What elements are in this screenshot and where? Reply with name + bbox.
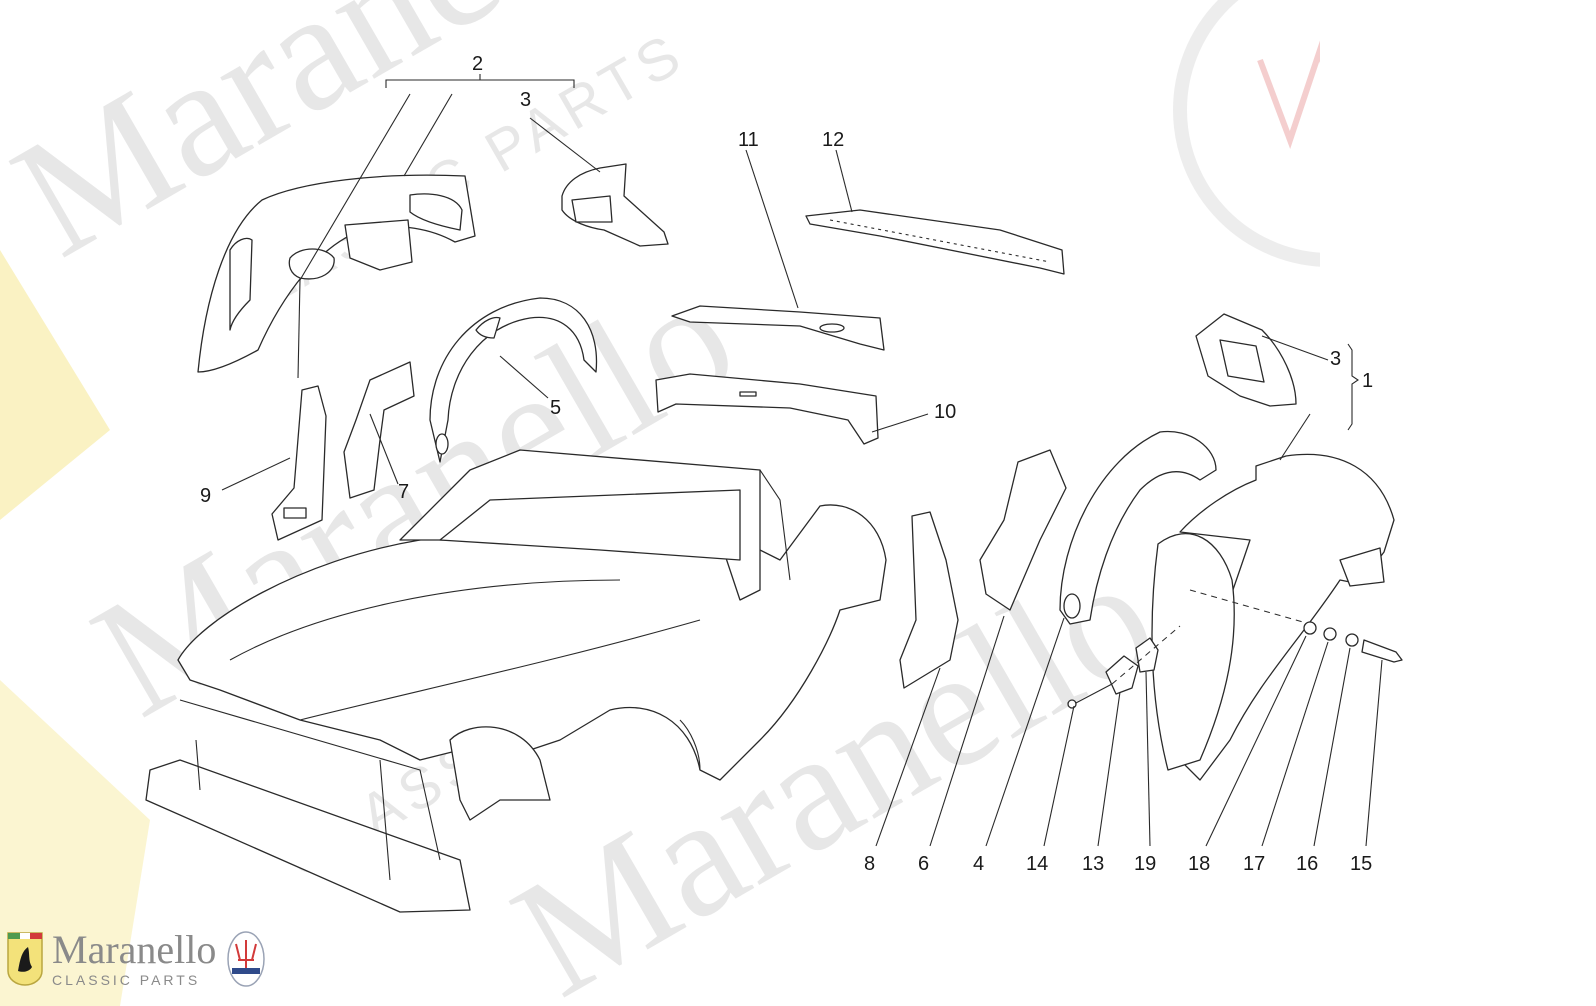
ferrari-badge-watermark	[0, 250, 110, 520]
callout-4: 4	[973, 853, 984, 875]
callout-2: 2	[472, 53, 483, 75]
callout-7: 7	[398, 481, 409, 503]
part-wheel-arch-5	[429, 297, 598, 463]
callout-17: 17	[1243, 853, 1265, 875]
part-pillar-9	[271, 385, 327, 541]
part-wheel-arch-4	[1059, 430, 1217, 625]
logo-brand-sub: CLASSIC PARTS	[52, 972, 201, 988]
callout-18: 18	[1188, 853, 1210, 875]
part-panel-6	[979, 449, 1067, 611]
callout-10: 10	[934, 401, 956, 423]
callout-9: 9	[200, 485, 211, 507]
callout-12: 12	[822, 129, 844, 151]
logo-brand-name: Maranello	[52, 927, 217, 972]
ferrari-shield-icon	[7, 932, 43, 986]
maranello-logo: Maranello CLASSIC PARTS	[6, 924, 266, 994]
callout-8: 8	[864, 853, 875, 875]
callout-16: 16	[1296, 853, 1318, 875]
part-crossmember-11	[671, 305, 885, 351]
callout-11: 11	[738, 129, 759, 151]
part-bracket-right	[1195, 313, 1297, 407]
callout-5: 5	[550, 397, 561, 419]
part-bracket-upper	[561, 163, 669, 247]
callout-6: 6	[918, 853, 929, 875]
logo-text: Maranello CLASSIC PARTS	[52, 927, 217, 989]
part-reinforcement-7	[343, 361, 415, 499]
ferrari-badge-watermark-lower	[0, 680, 150, 1006]
callout-15: 15	[1350, 853, 1372, 875]
part-crossmember-10	[655, 373, 879, 445]
part-bpillar-8	[899, 511, 959, 689]
leader-lines	[221, 74, 1383, 847]
callout-3-upper: 3	[520, 89, 531, 111]
hardware-group	[1067, 589, 1403, 709]
car-body-shell	[145, 449, 887, 913]
callout-13: 13	[1082, 853, 1104, 875]
callout-3-right: 3	[1330, 348, 1341, 370]
callout-14: 14	[1026, 853, 1048, 875]
callout-1: 1	[1362, 370, 1373, 392]
part-rear-wheelhouse-left	[197, 174, 476, 379]
callout-19: 19	[1134, 853, 1156, 875]
maserati-trident-icon	[227, 931, 266, 987]
part-rail-12	[805, 209, 1065, 275]
callout-labels: 2 3 11 12 5 10 9 7 3 1 8 6 4 14 13 19 18…	[200, 53, 1373, 875]
